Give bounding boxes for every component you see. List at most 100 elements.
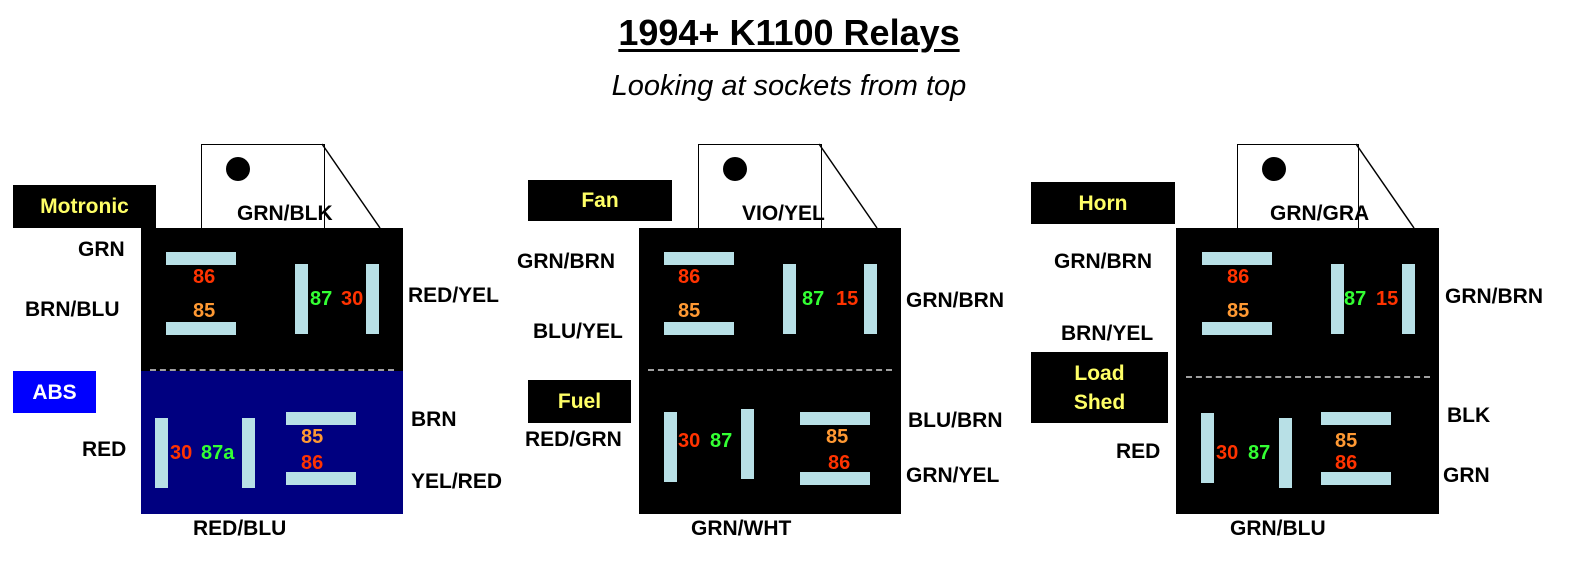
pin-number-86: 86 <box>678 266 701 288</box>
socket-lower <box>1176 371 1439 514</box>
page-subtitle: Looking at sockets from top <box>611 70 967 102</box>
relay-tag-horn: Horn <box>1031 182 1175 224</box>
socket-divider <box>1186 376 1430 378</box>
pin-number-30: 30 <box>170 442 193 464</box>
terminal-bar <box>166 322 236 335</box>
wire-label: RED/YEL <box>408 284 500 307</box>
terminal-bar <box>800 472 870 485</box>
terminal-bar <box>1331 264 1344 334</box>
relay-tag-fan: Fan <box>528 180 672 221</box>
wire-label-top: GRN/BLK <box>237 202 333 225</box>
pin-number-85: 85 <box>826 426 849 448</box>
wire-label: GRN <box>1443 464 1490 487</box>
wire-label-top: VIO/YEL <box>742 202 825 225</box>
terminal-bar <box>664 252 734 265</box>
wire-label-top: GRN/GRA <box>1270 202 1370 225</box>
socket-upper <box>639 228 901 371</box>
terminal-bar <box>166 252 236 265</box>
relay-tag-abs: ABS <box>13 371 96 413</box>
socket-lower <box>141 371 403 514</box>
mounting-hole-icon <box>226 157 250 181</box>
pin-number-85: 85 <box>1335 430 1358 452</box>
relay-tag-load-shed: Load Shed <box>1031 352 1168 423</box>
terminal-bar <box>741 409 754 479</box>
wire-label: GRN <box>78 238 125 261</box>
wire-label: YEL/RED <box>411 470 503 493</box>
wire-label: GRN/BRN <box>1054 250 1152 273</box>
mounting-hole-icon <box>1262 157 1286 181</box>
wire-label-bottom: GRN/WHT <box>691 517 792 540</box>
pin-number-87: 87 <box>1344 288 1367 310</box>
terminal-bar <box>155 418 168 488</box>
pin-number-86: 86 <box>301 452 324 474</box>
pin-number-87: 87 <box>1248 442 1271 464</box>
pin-number-87a: 87a <box>201 442 235 464</box>
relay-tag-motronic: Motronic <box>13 185 156 228</box>
pin-number-15: 15 <box>836 288 859 310</box>
pin-number-15: 15 <box>1376 288 1399 310</box>
pin-number-86: 86 <box>1335 452 1358 474</box>
wire-label-bottom: RED/BLU <box>193 517 287 540</box>
cap-slant-edge <box>321 143 381 229</box>
wire-label: BRN/BLU <box>25 298 120 321</box>
terminal-bar <box>366 264 379 334</box>
wire-label: GRN/BRN <box>517 250 615 273</box>
relay-cap <box>201 144 325 229</box>
wire-label: BRN/YEL <box>1061 322 1154 345</box>
pin-number-30: 30 <box>341 288 364 310</box>
pin-number-87: 87 <box>310 288 333 310</box>
relay-cap <box>698 144 822 229</box>
pin-number-87: 87 <box>710 430 733 452</box>
pin-number-86: 86 <box>1227 266 1250 288</box>
terminal-bar <box>1279 418 1292 488</box>
pin-number-30: 30 <box>678 430 701 452</box>
pin-number-30: 30 <box>1216 442 1239 464</box>
wire-label: GRN/BRN <box>906 289 1004 312</box>
wire-label: RED <box>82 438 127 461</box>
page-title: 1994+ K1100 Relays <box>618 12 960 53</box>
wire-label: BLU/BRN <box>908 409 1003 432</box>
pin-number-86: 86 <box>828 452 851 474</box>
socket-lower <box>639 371 901 514</box>
terminal-bar <box>1321 412 1391 425</box>
pin-number-85: 85 <box>193 300 216 322</box>
pin-number-85: 85 <box>678 300 701 322</box>
terminal-bar <box>242 418 255 488</box>
terminal-bar <box>1402 264 1415 334</box>
wire-label: BLK <box>1447 404 1491 427</box>
socket-divider <box>648 369 892 371</box>
terminal-bar <box>286 472 356 485</box>
wire-label: GRN/YEL <box>906 464 1000 487</box>
wire-label: BRN <box>411 408 457 431</box>
mounting-hole-icon <box>723 157 747 181</box>
terminal-bar <box>286 412 356 425</box>
terminal-bar <box>783 264 796 334</box>
pin-number-85: 85 <box>301 426 324 448</box>
terminal-bar <box>1202 252 1272 265</box>
terminal-bar <box>1321 472 1391 485</box>
wire-label: BLU/YEL <box>533 320 623 343</box>
socket-divider <box>150 369 394 371</box>
relay-cap <box>1237 144 1359 229</box>
terminal-bar <box>664 412 677 482</box>
terminal-bar <box>1202 322 1272 335</box>
socket-upper <box>141 228 403 371</box>
wire-label: RED <box>1116 440 1161 463</box>
socket-upper <box>1176 228 1439 371</box>
wire-label: RED/GRN <box>525 428 622 451</box>
pin-number-87: 87 <box>802 288 825 310</box>
terminal-bar <box>664 322 734 335</box>
cap-slant-edge <box>818 143 878 229</box>
relay-tag-fuel: Fuel <box>528 380 631 423</box>
terminal-bar <box>1201 413 1214 483</box>
cap-slant-edge <box>1355 143 1415 229</box>
wire-label-bottom: GRN/BLU <box>1230 517 1326 540</box>
wire-label: GRN/BRN <box>1445 285 1543 308</box>
terminal-bar <box>800 412 870 425</box>
terminal-bar <box>864 264 877 334</box>
pin-number-86: 86 <box>193 266 216 288</box>
terminal-bar <box>295 264 308 334</box>
